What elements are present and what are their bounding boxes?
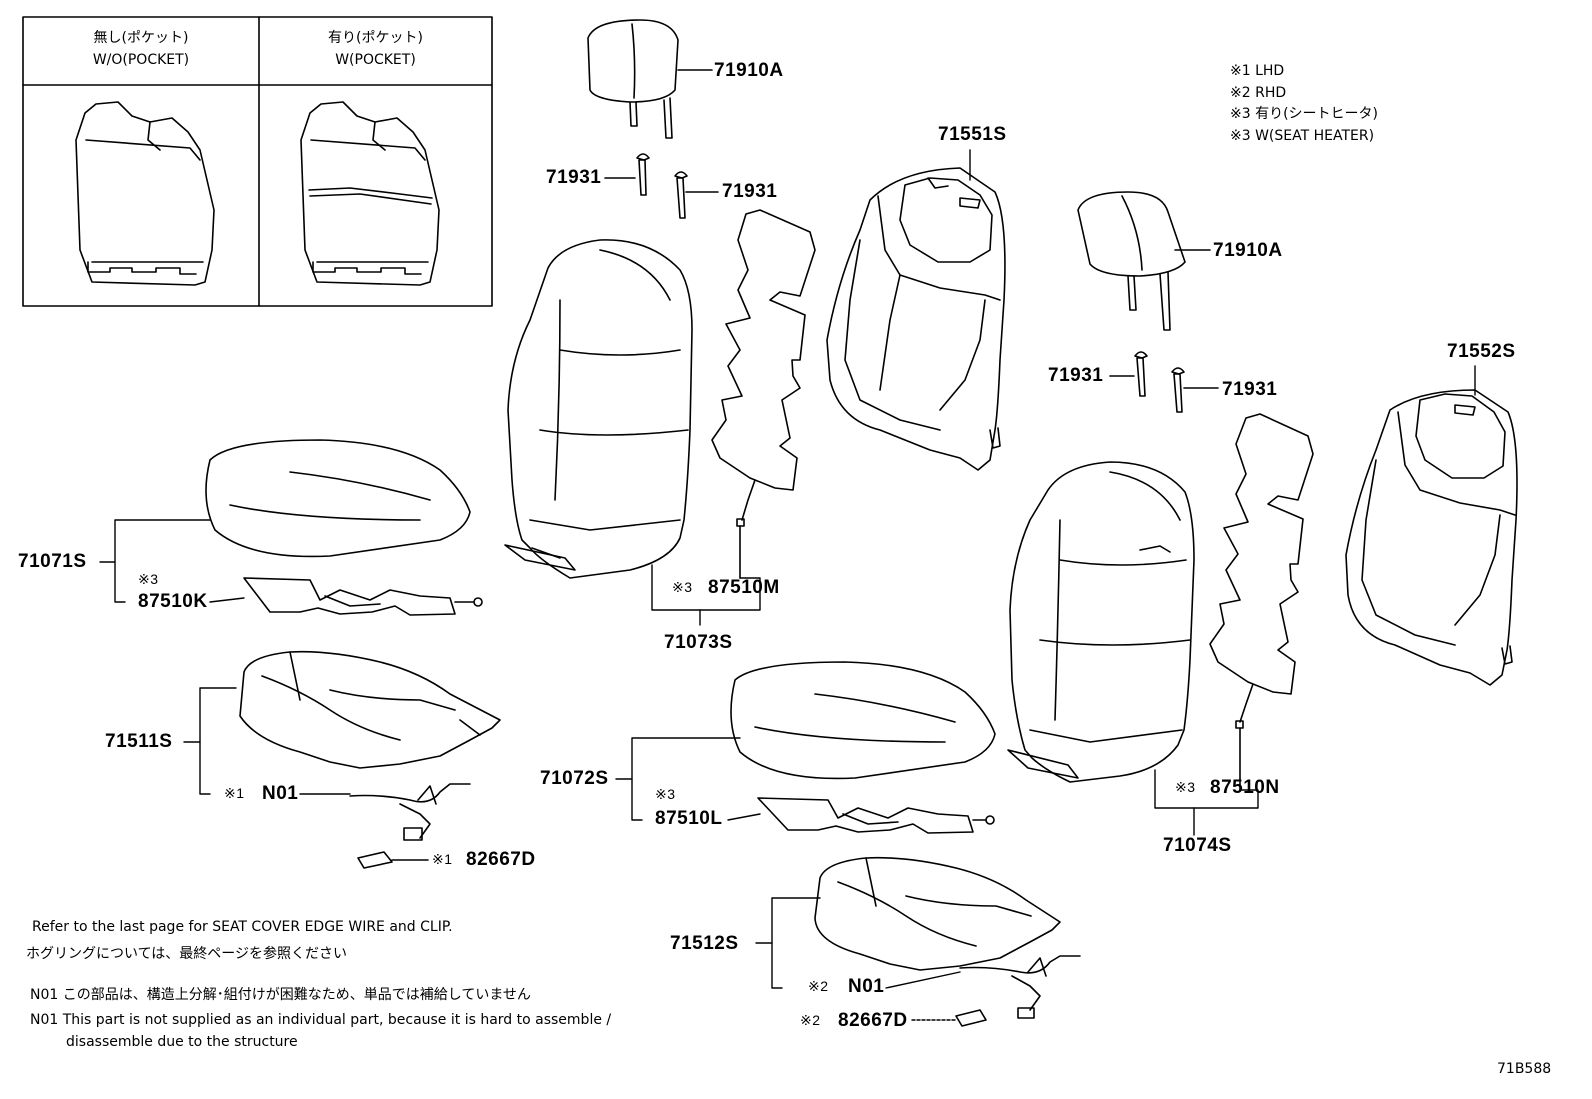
part-label-71074S[interactable]: 71074S: [1163, 835, 1232, 856]
seatback-cover-left: [504, 239, 693, 579]
seat-cushion-pad-right: [814, 856, 1061, 971]
legend-line-1: ※1 LHD: [1230, 63, 1285, 79]
part-label-71931-c[interactable]: 71931: [1048, 365, 1104, 386]
seat-heater-back-right: [1209, 413, 1314, 791]
headrest-guide-left-a: [604, 153, 650, 196]
mark-82667D-right: ※2: [800, 1012, 821, 1028]
headrest-guide-left-b: [674, 171, 719, 219]
headrest-right: [1077, 191, 1211, 331]
part-label-71071S[interactable]: 71071S: [18, 551, 87, 572]
connector-82667D-right: [955, 1009, 987, 1027]
part-label-N01-right[interactable]: N01: [848, 976, 885, 997]
figure-id: 71B588: [1497, 1061, 1552, 1077]
seat-heater-cushion-right: [757, 797, 995, 834]
wire-harness-right: [959, 955, 1081, 1019]
inset-header-without-pocket: 無し(ポケット) W/O(POCKET): [23, 28, 259, 71]
part-label-71073S[interactable]: 71073S: [664, 632, 733, 653]
part-label-82667D-left[interactable]: 82667D: [466, 849, 536, 870]
mark-87510M: ※3: [672, 579, 693, 595]
part-label-82667D-right[interactable]: 82667D: [838, 1010, 908, 1031]
inset-title-jp-right: 有り(ポケット): [328, 30, 423, 46]
pocket-variant-inset: [22, 16, 493, 307]
headrest-guide-right-a: [1109, 351, 1148, 397]
seat-heater-back-left: [711, 209, 816, 579]
note-n01-en-1: N01 This part is not supplied as an indi…: [30, 1012, 612, 1028]
leader-lines: [99, 149, 1476, 1021]
mark-82667D-left: ※1: [432, 851, 453, 867]
mark-87510N: ※3: [1175, 779, 1196, 795]
part-label-71931-b[interactable]: 71931: [722, 181, 778, 202]
part-label-71512S[interactable]: 71512S: [670, 933, 739, 954]
part-label-71910A-right[interactable]: 71910A: [1213, 240, 1283, 261]
part-label-71072S[interactable]: 71072S: [540, 768, 609, 789]
part-label-87510M[interactable]: 87510M: [708, 577, 780, 598]
inset-title-jp-left: 無し(ポケット): [93, 30, 189, 46]
inset-title-en-right: W(POCKET): [335, 51, 416, 68]
seatback-cover-right: [1007, 461, 1195, 783]
part-label-71931-d[interactable]: 71931: [1222, 379, 1278, 400]
seat-cushion-cover-left: [205, 439, 471, 558]
seat-cushion-cover-right: [730, 661, 996, 780]
mark-87510K: ※3: [138, 571, 159, 587]
seatback-with-pocket: [300, 101, 440, 286]
mark-N01-right: ※2: [808, 978, 829, 994]
seat-heater-cushion-left: [243, 577, 483, 616]
seat-cushion-pad-left: [239, 650, 501, 769]
seatback-without-pocket: [75, 101, 215, 286]
note-n01-jp: N01 この部品は、構造上分解･組付けが困難なため、単品では補給していません: [30, 987, 531, 1003]
part-label-87510N[interactable]: 87510N: [1210, 777, 1280, 798]
wire-harness-left: [349, 783, 471, 841]
note-refer-en: Refer to the last page for SEAT COVER ED…: [32, 919, 453, 935]
part-label-71552S[interactable]: 71552S: [1447, 341, 1516, 362]
inset-header-with-pocket: 有り(ポケット) W(POCKET): [259, 28, 492, 71]
part-label-71511S[interactable]: 71511S: [105, 731, 173, 752]
part-label-N01-left[interactable]: N01: [262, 783, 299, 804]
connector-82667D-left: [357, 851, 429, 869]
seatback-pad-71551S: [826, 167, 1006, 471]
legend-line-2: ※2 RHD: [1230, 84, 1287, 101]
part-label-71910A-left[interactable]: 71910A: [714, 60, 784, 81]
headrest-guide-right-b: [1171, 367, 1219, 413]
mark-N01-left: ※1: [224, 785, 245, 801]
inset-title-en-left: W/O(POCKET): [92, 51, 190, 68]
part-label-71551S[interactable]: 71551S: [938, 124, 1007, 145]
part-label-87510L[interactable]: 87510L: [655, 808, 723, 829]
mark-87510L: ※3: [655, 786, 676, 802]
part-label-71931-a[interactable]: 71931: [546, 167, 602, 188]
note-refer-jp: ホグリングについては、最終ページを参照ください: [26, 946, 348, 962]
seatback-pad-71552S: [1345, 389, 1518, 686]
note-n01-en-2: disassemble due to the structure: [66, 1034, 298, 1050]
headrest-left: [587, 19, 713, 139]
legend-line-3: ※3 有り(シートヒータ): [1230, 106, 1379, 123]
legend: ※1 LHD ※2 RHD ※3 有り(シートヒータ) ※3 W(SEAT HE…: [1230, 61, 1378, 148]
part-label-87510K[interactable]: 87510K: [138, 591, 208, 612]
legend-line-4: ※3 W(SEAT HEATER): [1230, 128, 1375, 145]
